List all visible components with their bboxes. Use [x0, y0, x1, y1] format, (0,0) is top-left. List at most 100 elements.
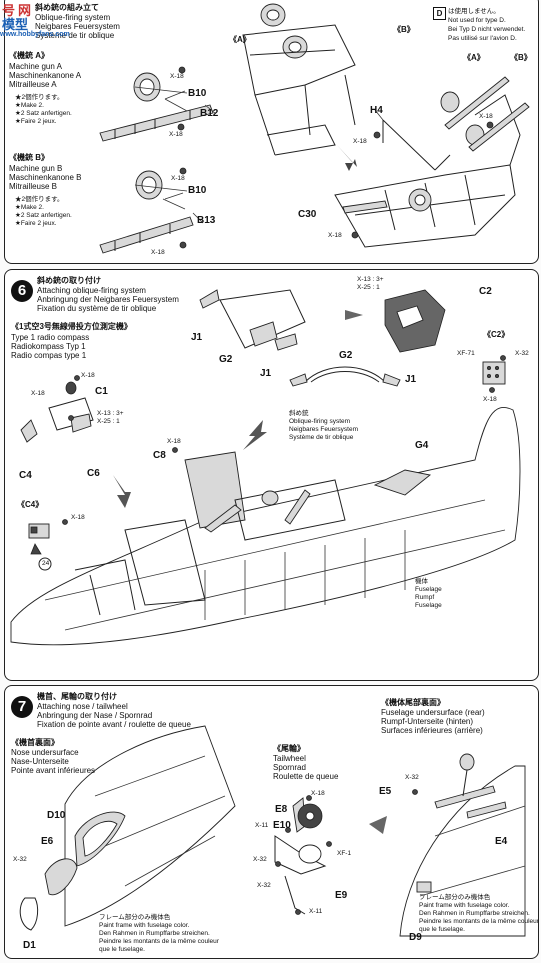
gun-b-head: 《機銃 B》 [9, 153, 49, 162]
step6-number: 6 [11, 280, 33, 302]
ref-b-1: 《B》 [393, 25, 415, 34]
step7-title-fr: Fixation de pointe avant / roulette de q… [37, 720, 191, 729]
frame2-note-de: Den Rahmen in Rumpffarbe streichen. [419, 910, 530, 917]
step7-title-jp: 機首、尾輪の取り付け [37, 692, 117, 701]
watermark-cn: 模型 [2, 17, 29, 32]
fuselage-label-de: Rumpf [415, 594, 435, 601]
paint-x11-b: X-11 [309, 908, 323, 915]
paint-x18-c4: X-18 [71, 514, 85, 521]
paint-x18-left: X-18 [31, 390, 45, 397]
part-b12: B12 [200, 108, 219, 119]
part-g4: G4 [415, 440, 429, 451]
gun-b-m2: ★Make 2. [15, 204, 44, 211]
step5-note-jp: は使用しません。 [448, 8, 500, 15]
fuselage-label-en: Fuselage [415, 586, 442, 593]
frame-note-en: Paint frame with fuselage color. [99, 922, 190, 929]
step6-title-jp: 斜め銃の取り付け [37, 276, 101, 285]
frame-note-fr2: que le fuselage. [99, 946, 145, 953]
paint-xf71: XF-71 [457, 350, 475, 357]
paint-x32: X-32 [515, 350, 529, 357]
step6-title-fr: Fixation du système de tir oblique [37, 304, 157, 313]
gun-a-m4: ★Faire 2 jeux. [15, 118, 57, 125]
screw-x18-4: X-18 [151, 249, 165, 256]
gun-b-en: Machine gun B [9, 164, 63, 173]
screw-x18-3: X-18 [171, 175, 185, 182]
part-d9: D9 [409, 932, 422, 943]
tail-en: Tailwheel [273, 754, 306, 763]
step7-title-de: Anbringung der Nase / Spornrad [37, 711, 153, 720]
gun-a-m1: ★2個作ります。 [15, 94, 64, 101]
paint-x32-tail-a: X-32 [253, 856, 267, 863]
part-c6: C6 [87, 468, 100, 479]
step6-title-de: Anbringung der Neigbares Feuersystem [37, 295, 179, 304]
step5-title-en: Oblique-firing system [35, 13, 111, 22]
gun-b-m3: ★2 Satz anfertigen. [15, 212, 72, 219]
watermark-site: www.hobbyfans.com [0, 31, 70, 38]
radio-fr: Radio compas type 1 [11, 351, 87, 360]
gun-b-fr: Mitrailleuse B [9, 182, 58, 191]
frame-note-de: Den Rahmen in Rumpffarbe streichen. [99, 930, 210, 937]
screw-x18-6: X-18 [328, 232, 342, 239]
rear-de: Rumpf-Unterseite (hinten) [381, 717, 474, 726]
screw-x18-5: X-18 [353, 138, 367, 145]
paint-x18-top: X-18 [81, 372, 95, 379]
part-c1: C1 [95, 386, 108, 397]
gun-a-fr: Mitrailleuse A [9, 80, 57, 89]
part-d10: D10 [47, 810, 66, 821]
step5-note-badge: D [433, 7, 446, 20]
paint-x11-a: X-11 [255, 822, 269, 829]
ref-b-2: 《B》 [510, 53, 532, 62]
step5-note-de: Bei Typ D nicht verwendet. [448, 26, 526, 33]
frame2-note-en: Paint frame with fuselage color. [419, 902, 510, 909]
part-b13: B13 [197, 215, 216, 226]
gun-a-head: 《機銃 A》 [9, 51, 49, 60]
c4-detail-head: 《C4》 [17, 500, 44, 509]
step5-panel: 斜め銃の組み立て Oblique-firing system Neigbares… [4, 0, 539, 264]
tail-head: 《尾輪》 [273, 744, 305, 753]
gun-a-en: Machine gun A [9, 62, 62, 71]
ref-a-2: 《A》 [463, 53, 485, 62]
part-c4: C4 [19, 470, 32, 481]
nose-fr: Pointe avant inférieures [11, 766, 96, 775]
frame2-note-fr1: Peindre les montants de la même couleur [419, 918, 539, 925]
mix-c1-1: X-13 : 3+ [97, 410, 124, 417]
step6-title-en: Attaching oblique-firing system [37, 286, 146, 295]
part-e8: E8 [275, 804, 288, 815]
part-g2-a: G2 [219, 354, 233, 365]
screw-x18-1: X-18 [170, 73, 184, 80]
oblique-label-fr: Système de tir oblique [289, 434, 354, 441]
step5-title-fr: Système de tir oblique [35, 31, 115, 40]
part-b10-a: B10 [188, 88, 207, 99]
step5-note-en: Not used for type D. [448, 17, 506, 24]
part-j1-c: J1 [405, 374, 417, 385]
step7-title-en: Attaching nose / tailwheel [37, 702, 128, 711]
step7-illustration [19, 725, 526, 937]
nose-head: 《機首裏面》 [11, 738, 59, 747]
frame2-note-fr2: que le fuselage. [419, 926, 465, 933]
nose-en: Nose undersurface [11, 748, 79, 757]
oblique-label-jp: 斜め銃 [289, 410, 309, 417]
part-c30: C30 [298, 209, 317, 220]
paint-x32-nose: X-32 [13, 856, 27, 863]
mix-c1-2: X-25 : 1 [97, 418, 120, 425]
oblique-label-de: Neigbares Feuersystem [289, 426, 358, 433]
rear-fr: Surfaces inférieures (arrière) [381, 726, 483, 735]
screw-x18-7: X-18 [479, 113, 493, 120]
gun-b-m1: ★2個作ります。 [15, 196, 64, 203]
nose-de: Nase-Unterseite [11, 757, 69, 766]
step5-illustration [99, 3, 530, 254]
step5-title-de: Neigbares Feuersystem [35, 22, 120, 31]
radio-en: Type 1 radio compass [11, 333, 90, 342]
part-j1-a: J1 [191, 332, 203, 343]
part-h4: H4 [370, 105, 383, 116]
part-e6: E6 [41, 836, 54, 847]
gun-a-de: Maschinenkanone A [9, 71, 82, 80]
paint-x32-rear: X-32 [405, 774, 419, 781]
c2-detail-head: 《C2》 [483, 330, 510, 339]
part-e4: E4 [495, 836, 508, 847]
step5-title-jp: 斜め銃の組み立て [35, 3, 99, 12]
part-g2-b: G2 [339, 350, 353, 361]
fuselage-label-jp: 機体 [415, 578, 428, 585]
part-c2: C2 [479, 286, 492, 297]
